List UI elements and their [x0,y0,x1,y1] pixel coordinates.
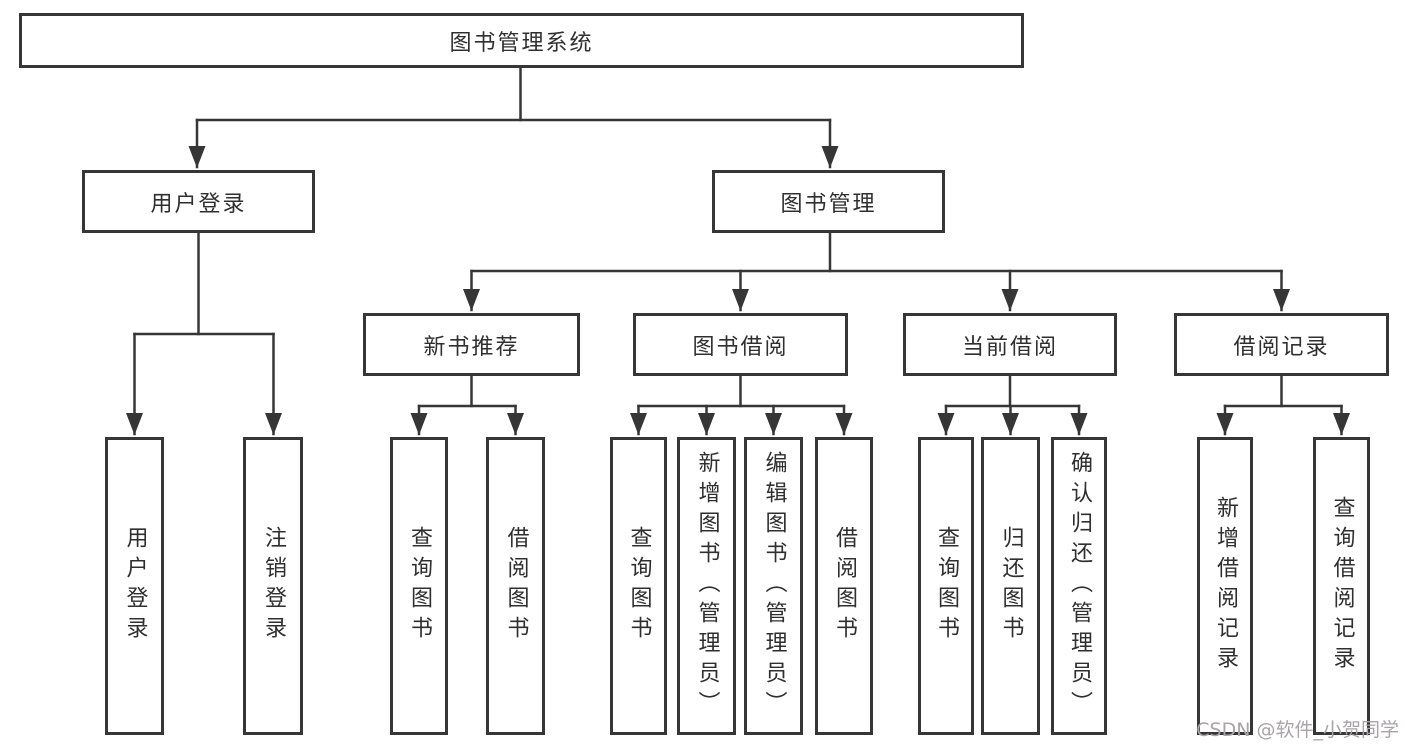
leaf-label: 查询图书 [407,526,432,646]
leaf-label: 编辑图书（管理员） [761,451,787,721]
leaf-label: 新增借阅记录 [1213,496,1238,676]
node-new-book-recommendation: 新书推荐 [363,313,580,376]
leaf-return-books: 归还图书 [981,437,1040,735]
leaf-query-books-2: 查询图书 [610,437,667,735]
node-library-system-root: 图书管理系统 [19,13,1024,68]
leaf-borrow-books-2: 借阅图书 [815,437,873,735]
node-label: 当前借阅 [961,334,1058,360]
node-current-borrowing: 当前借阅 [903,313,1117,376]
node-book-borrowing: 图书借阅 [633,313,848,376]
leaf-logout: 注销登录 [243,437,303,735]
node-label: 用户登录 [150,191,247,217]
leaf-user-login: 用户登录 [105,437,164,735]
leaf-label: 注销登录 [261,526,286,646]
node-label: 新书推荐 [423,334,520,360]
leaf-add-book-admin: 新增图书（管理员） [677,437,736,735]
leaf-add-borrow-record: 新增借阅记录 [1197,437,1253,735]
leaf-label: 查询借阅记录 [1329,496,1355,676]
csdn-watermark: CSDN @软件_小贺同学 [1196,719,1399,741]
leaf-edit-book-admin: 编辑图书（管理员） [744,437,803,735]
leaf-label: 借阅图书 [503,526,529,646]
node-label: 图书借阅 [692,334,789,360]
leaf-query-borrow-record: 查询借阅记录 [1313,437,1370,735]
leaf-label: 查询图书 [626,526,652,646]
leaf-label: 用户登录 [122,526,148,646]
leaf-query-books: 查询图书 [390,437,448,735]
node-label: 图书管理系统 [449,30,594,56]
node-book-management: 图书管理 [712,170,945,233]
leaf-label: 归还图书 [998,526,1024,646]
leaf-label: 借阅图书 [832,526,857,646]
leaf-query-books-3: 查询图书 [918,437,974,735]
node-label: 图书管理 [780,191,877,217]
leaf-label: 查询图书 [934,526,959,646]
leaf-borrow-books: 借阅图书 [486,437,545,735]
leaf-confirm-return-admin: 确认归还（管理员） [1051,437,1107,735]
node-user-login: 用户登录 [82,170,315,233]
node-label: 借阅记录 [1233,334,1330,360]
leaf-label: 新增图书（管理员） [694,451,720,721]
leaf-label: 确认归还（管理员） [1067,451,1092,721]
node-borrowing-records: 借阅记录 [1174,313,1389,376]
